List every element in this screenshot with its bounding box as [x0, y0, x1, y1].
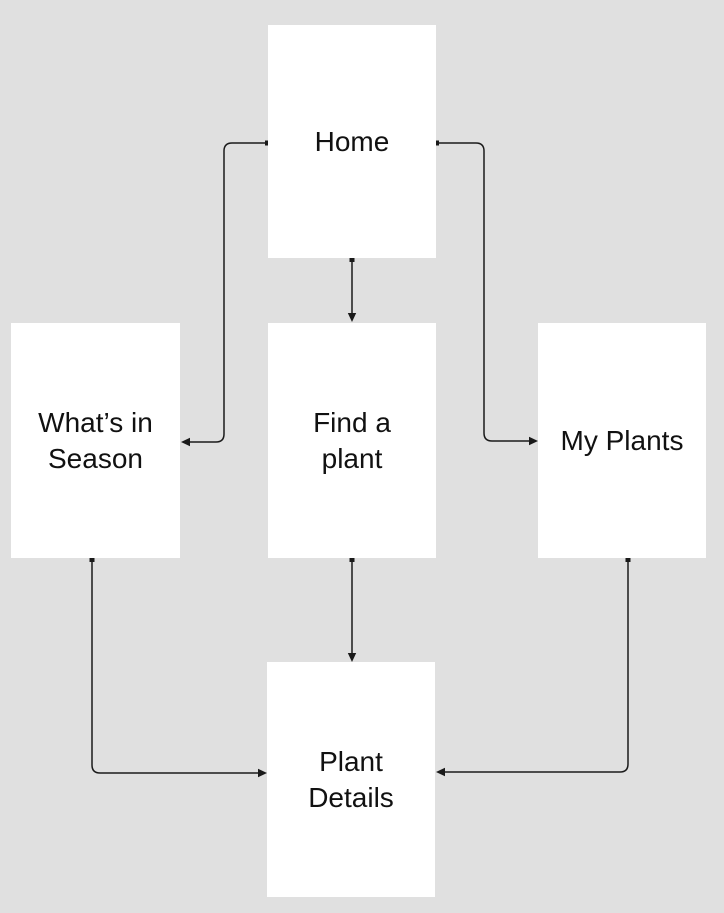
node-my-plants-label-line: My Plants	[560, 424, 684, 456]
node-whats-in-season-label: What’s in Season	[38, 405, 153, 477]
edge-line	[91, 559, 259, 774]
node-whats-in-season-label-line: What’s in	[38, 406, 153, 438]
node-home: Home	[268, 25, 436, 258]
edge-home-to-find-a-plant	[347, 257, 357, 322]
node-my-plants: My Plants	[538, 323, 706, 558]
node-find-a-plant-label-line: plant	[321, 442, 383, 474]
arrowhead-left-icon	[181, 437, 190, 447]
edge-find-a-plant-to-plant-details	[347, 557, 357, 662]
node-find-a-plant-label-line: Find a	[313, 406, 391, 438]
node-my-plants-label: My Plants	[561, 423, 684, 459]
node-plant-details-label: Plant Details	[308, 744, 394, 816]
edge-line	[189, 142, 267, 443]
arrowhead-right-icon	[529, 436, 538, 446]
arrowhead-left-icon	[436, 767, 445, 777]
node-plant-details-label-line: Details	[308, 781, 394, 813]
edge-whats-in-season-to-plant-details	[89, 557, 267, 778]
arrowhead-down-icon	[347, 313, 357, 322]
node-plant-details: Plant Details	[267, 662, 435, 897]
edge-home-to-my-plants	[434, 140, 538, 446]
arrowhead-down-icon	[347, 653, 357, 662]
edge-my-plants-to-plant-details	[436, 557, 631, 777]
node-find-a-plant: Find a plant	[268, 323, 436, 558]
node-find-a-plant-label: Find a plant	[313, 405, 391, 477]
edge-home-to-whats-in-season	[181, 140, 270, 447]
node-plant-details-label-line: Plant	[319, 745, 383, 777]
node-whats-in-season: What’s in Season	[11, 323, 180, 558]
arrowhead-right-icon	[258, 768, 267, 778]
node-home-label: Home	[315, 124, 390, 160]
node-whats-in-season-label-line: Season	[48, 442, 143, 474]
edge-line	[437, 142, 530, 442]
edge-line	[444, 559, 629, 773]
node-home-label-line: Home	[314, 125, 390, 157]
